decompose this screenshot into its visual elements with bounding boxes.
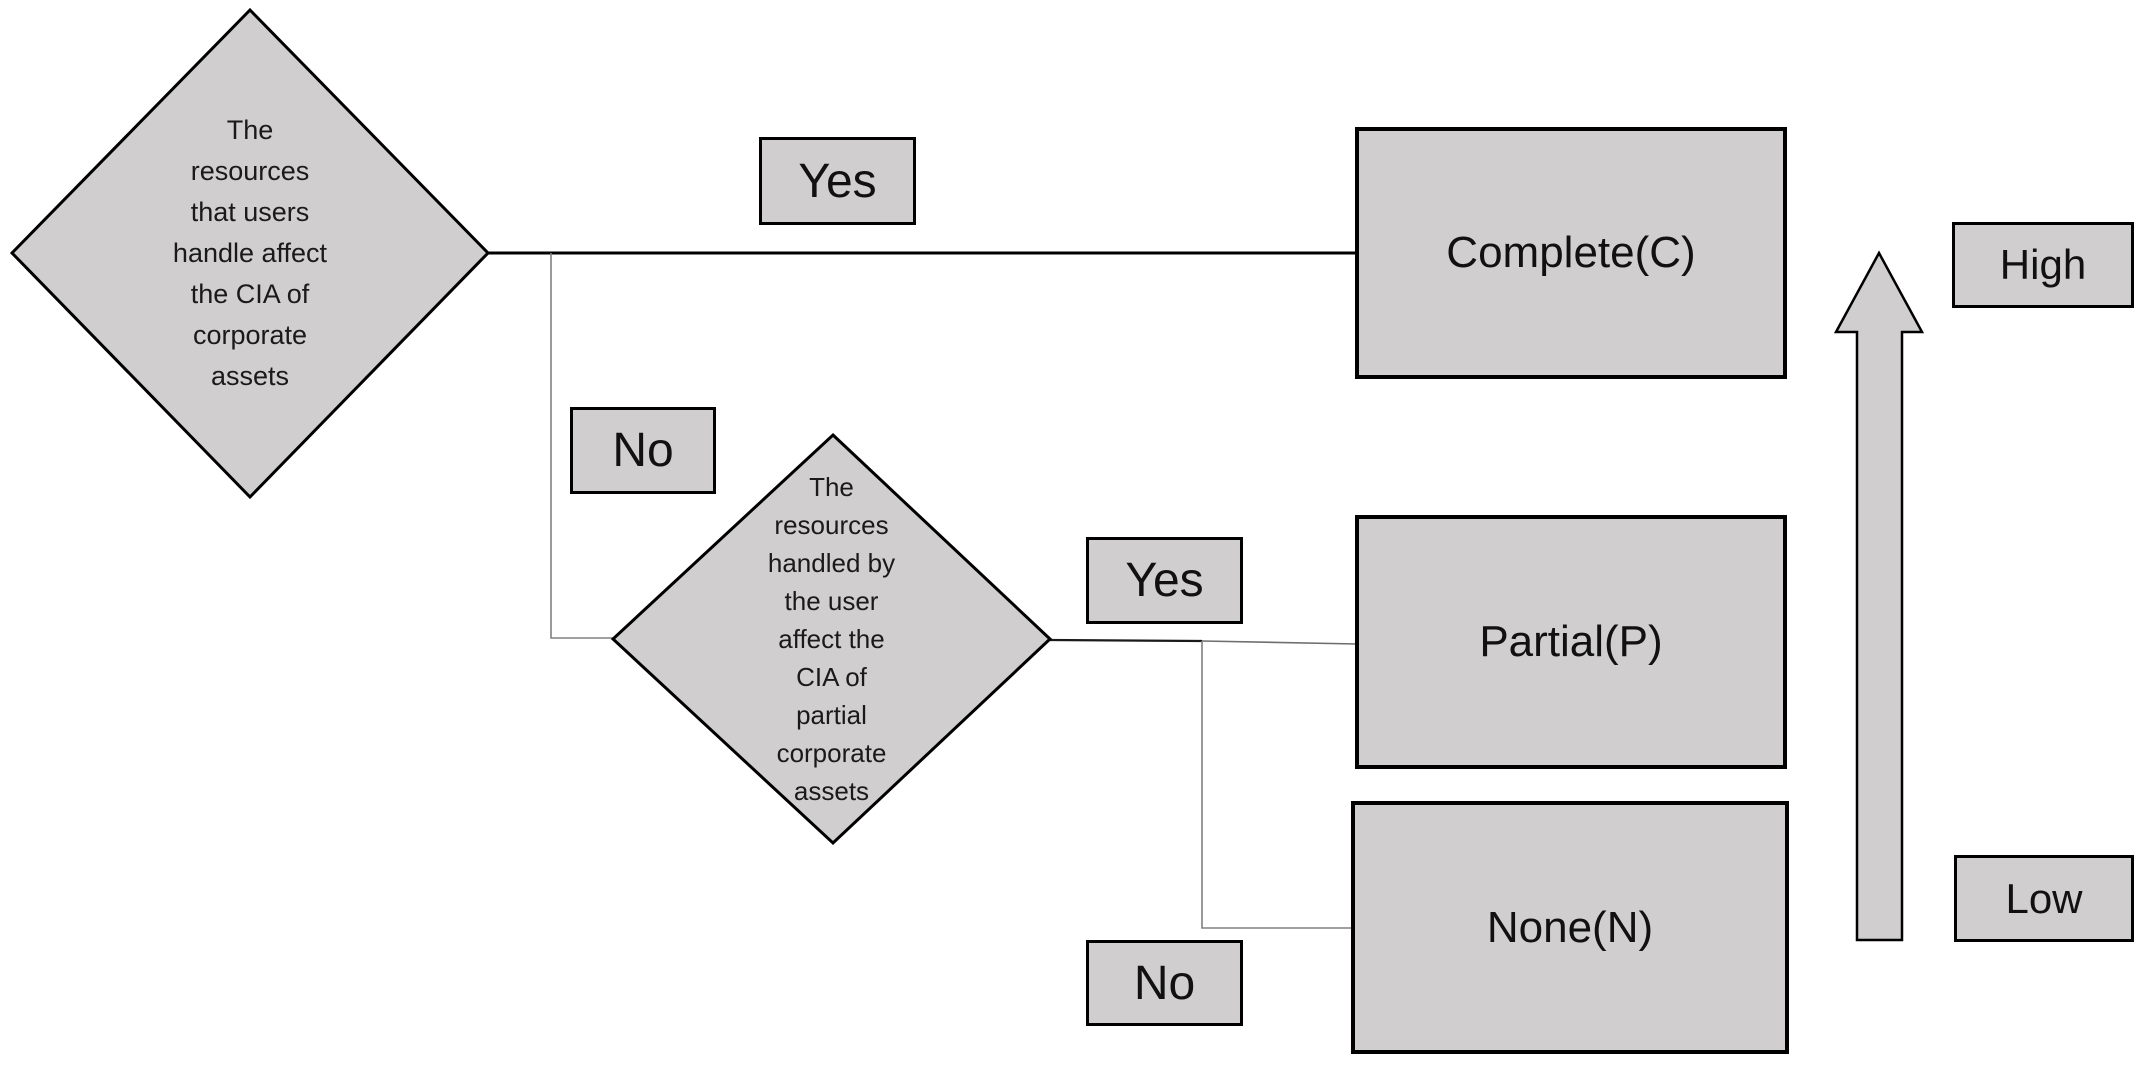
edge-label-no-2: No [1086, 940, 1243, 1026]
connector-d2-out [1049, 638, 1203, 643]
up-arrow-icon [1833, 250, 1925, 942]
edge-label-no-1: No [570, 407, 716, 494]
edge-label-yes-1: Yes [759, 137, 916, 225]
connector-d2-yes-to-partial [1201, 640, 1358, 645]
outcome-box-partial: Partial(P) [1355, 515, 1787, 769]
decision-diamond-2 [610, 432, 1053, 846]
edge-label-yes-2: Yes [1086, 537, 1243, 624]
decision-2-label: The resources handled by the user affect… [767, 472, 896, 806]
decision-diamond-1 [9, 7, 491, 500]
connector-d2-no-to-none [1201, 641, 1353, 929]
outcome-box-none: None(N) [1351, 801, 1789, 1054]
scale-label-high: High [1952, 222, 2134, 308]
connector-d1-no-to-d2 [550, 253, 613, 639]
scale-label-low: Low [1954, 855, 2134, 942]
decision-1-label: The resources that users handle affect t… [172, 115, 328, 391]
outcome-box-complete: Complete(C) [1355, 127, 1787, 379]
